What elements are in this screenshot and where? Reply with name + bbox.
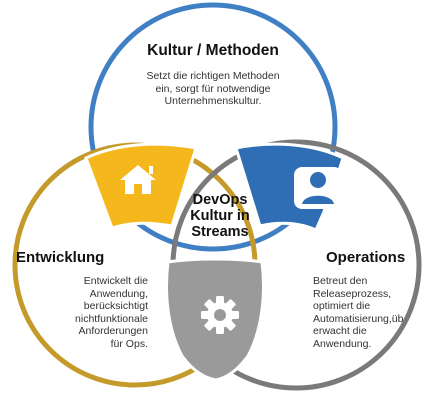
kultur-desc-line: Unternehmenskultur.	[164, 95, 262, 107]
operations-desc-line: Automatisierung,üb	[313, 312, 404, 325]
center-label-line: Kultur in	[190, 208, 250, 224]
kultur-description: Setzt die richtigen Methoden ein, sorgt …	[108, 70, 318, 108]
entwicklung-desc-line: nichtfunktionale	[75, 312, 148, 325]
kultur-title: Kultur / Methoden	[147, 42, 279, 59]
entwicklung-desc-line: berücksichtigt	[83, 300, 148, 312]
gear-icon	[201, 296, 239, 334]
user-icon	[294, 167, 342, 209]
operations-description: Betreut den Releaseprozess, optimiert di…	[313, 275, 425, 350]
operations-desc-line: Releaseprozess,	[313, 287, 392, 300]
kultur-desc-line: Setzt die richtigen Methoden	[146, 70, 280, 82]
operations-desc-line: Anwendung.	[313, 337, 372, 350]
operations-desc-line: erwacht die	[313, 325, 367, 337]
home-icon	[120, 165, 156, 194]
entwicklung-desc-line: für Ops.	[110, 337, 148, 350]
center-label: DevOps Kultur in Streams	[170, 192, 270, 240]
operations-desc-line: optimiert die	[313, 300, 371, 312]
entwicklung-desc-line: Anwendung,	[89, 287, 148, 300]
operations-title: Operations	[326, 249, 406, 266]
center-label-line: DevOps	[192, 192, 248, 208]
center-label-line: Streams	[191, 224, 249, 240]
entwicklung-desc-line: Entwickelt die	[83, 275, 148, 287]
kultur-desc-line: ein, sorgt für notwendige	[155, 82, 271, 95]
operations-desc-line: Betreut den	[313, 275, 368, 287]
entwicklung-title: Entwicklung	[16, 249, 105, 266]
entwicklung-desc-line: Anforderungen	[78, 325, 148, 337]
entwicklung-description: Entwickelt die Anwendung, berücksichtigt…	[40, 275, 148, 350]
